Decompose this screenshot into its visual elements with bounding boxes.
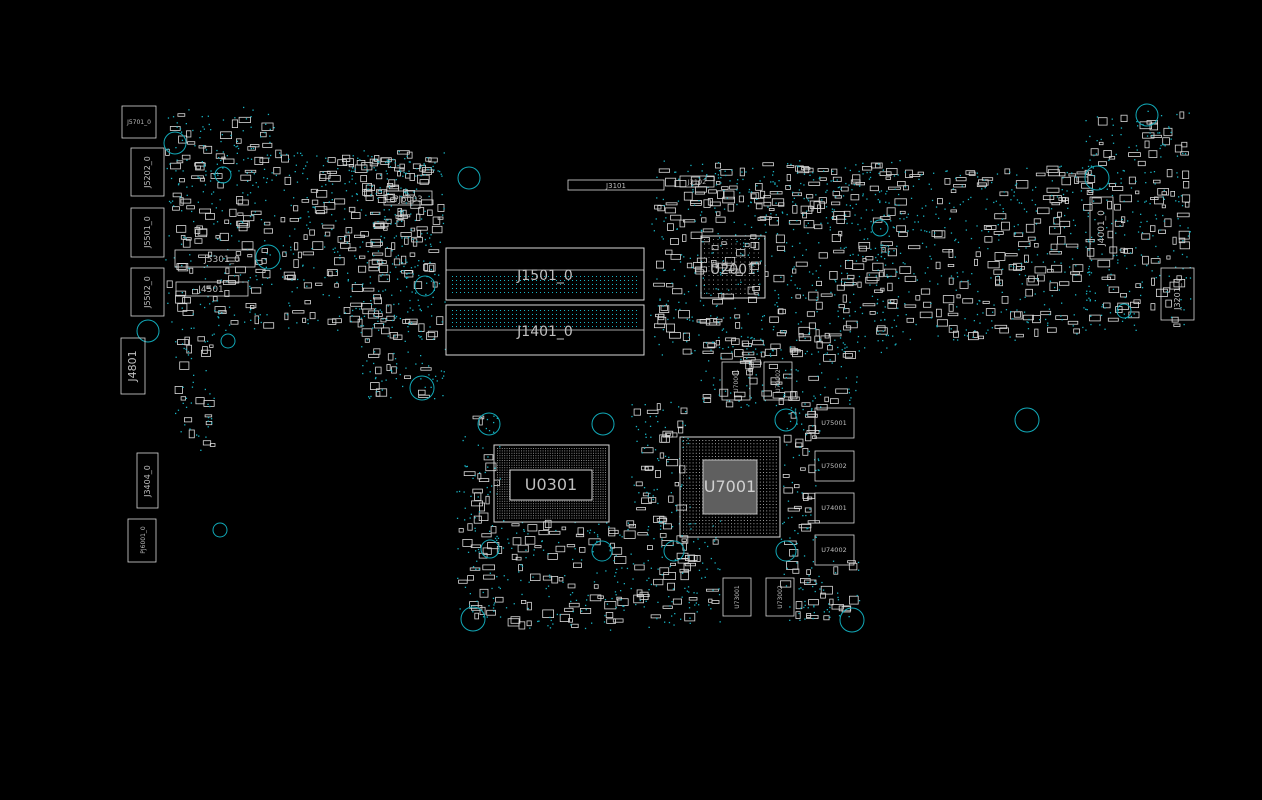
component-U7001[interactable]: U7001 bbox=[679, 436, 781, 538]
memory-chip-U74002[interactable]: U74002 bbox=[814, 534, 855, 566]
label-U73002: U73002 bbox=[777, 585, 784, 609]
label-J5301: J5301_0 bbox=[203, 255, 240, 265]
label-U7001: U7001 bbox=[704, 477, 756, 496]
memory-chip-U74001[interactable]: U74001 bbox=[814, 492, 855, 524]
label-U75001: U75001 bbox=[821, 419, 846, 427]
label-U0301: U0301 bbox=[525, 475, 577, 494]
memory-chip-U70002[interactable]: U70002 bbox=[763, 361, 793, 401]
connector-J3404[interactable]: J3404_0 bbox=[136, 452, 159, 509]
connector-J1401[interactable]: J1401_0 bbox=[445, 304, 645, 356]
component-U0301[interactable]: U0301 bbox=[493, 444, 610, 523]
board-outline bbox=[165, 111, 1191, 630]
label-U70002: U70002 bbox=[775, 369, 782, 393]
connector-J3102[interactable]: J3102 bbox=[679, 175, 715, 188]
memory-chip-U70001[interactable]: U70001 bbox=[721, 361, 751, 401]
memory-chip-U75002[interactable]: U75002 bbox=[814, 450, 855, 482]
label-J3201: J3201_0 bbox=[1173, 278, 1182, 311]
label-U74002: U74002 bbox=[821, 546, 846, 554]
component-PJ6003[interactable]: PJ6003 bbox=[383, 190, 433, 206]
connector-J4801[interactable]: J4801 bbox=[120, 337, 146, 395]
label-U2001: U2001 bbox=[710, 262, 756, 278]
memory-chip-U73001[interactable]: U73001 bbox=[722, 577, 752, 617]
label-U70001: U70001 bbox=[733, 369, 740, 393]
memory-chip-U75001[interactable]: U75001 bbox=[814, 407, 855, 439]
label-J5701: J5701_0 bbox=[126, 119, 151, 126]
label-J4801: J4801 bbox=[126, 350, 139, 382]
memory-chip-U73002[interactable]: U73002 bbox=[765, 577, 795, 617]
label-J1401: J1401_0 bbox=[516, 324, 573, 340]
label-J3102: J3102 bbox=[687, 178, 706, 186]
label-U75002: U75002 bbox=[821, 462, 846, 470]
mounting-holes bbox=[136, 103, 1159, 633]
connector-J3101[interactable]: J3101 bbox=[567, 179, 665, 191]
connector-J5202[interactable]: J5202_0 bbox=[130, 147, 165, 197]
component-PJ6001[interactable]: PJ6001_0 bbox=[127, 518, 157, 563]
connector-J5301[interactable]: J5301_0 bbox=[174, 249, 256, 268]
connector-J5502[interactable]: J5502_0 bbox=[130, 267, 165, 317]
label-J4501: J4501 bbox=[197, 285, 224, 295]
label-J3404: J3404_0 bbox=[143, 465, 152, 498]
label-PJ6003: PJ6003 bbox=[393, 195, 422, 205]
connector-J5501[interactable]: J5501_0 bbox=[130, 207, 165, 258]
label-U74001: U74001 bbox=[821, 504, 846, 512]
component-U2001[interactable]: U2001 bbox=[700, 235, 766, 299]
connector-J4001[interactable]: J4001_0 bbox=[1089, 196, 1114, 260]
label-J5502: J5502_0 bbox=[143, 276, 152, 309]
pad-field bbox=[165, 106, 1192, 631]
connector-J3201[interactable]: J3201_0 bbox=[1160, 267, 1195, 321]
label-J3101: J3101 bbox=[605, 182, 626, 190]
label-J5202: J5202_0 bbox=[143, 156, 152, 189]
connector-J5701[interactable]: J5701_0 bbox=[121, 105, 157, 139]
label-U73001: U73001 bbox=[734, 585, 741, 609]
connector-J1501[interactable]: J1501_0 bbox=[445, 247, 645, 301]
connector-J4501[interactable]: J4501 bbox=[175, 281, 249, 297]
label-J1501: J1501_0 bbox=[516, 268, 573, 284]
label-J5501: J5501_0 bbox=[143, 216, 152, 249]
label-J4001: J4001_0 bbox=[1097, 210, 1107, 247]
label-PJ6001: PJ6001_0 bbox=[140, 526, 147, 554]
